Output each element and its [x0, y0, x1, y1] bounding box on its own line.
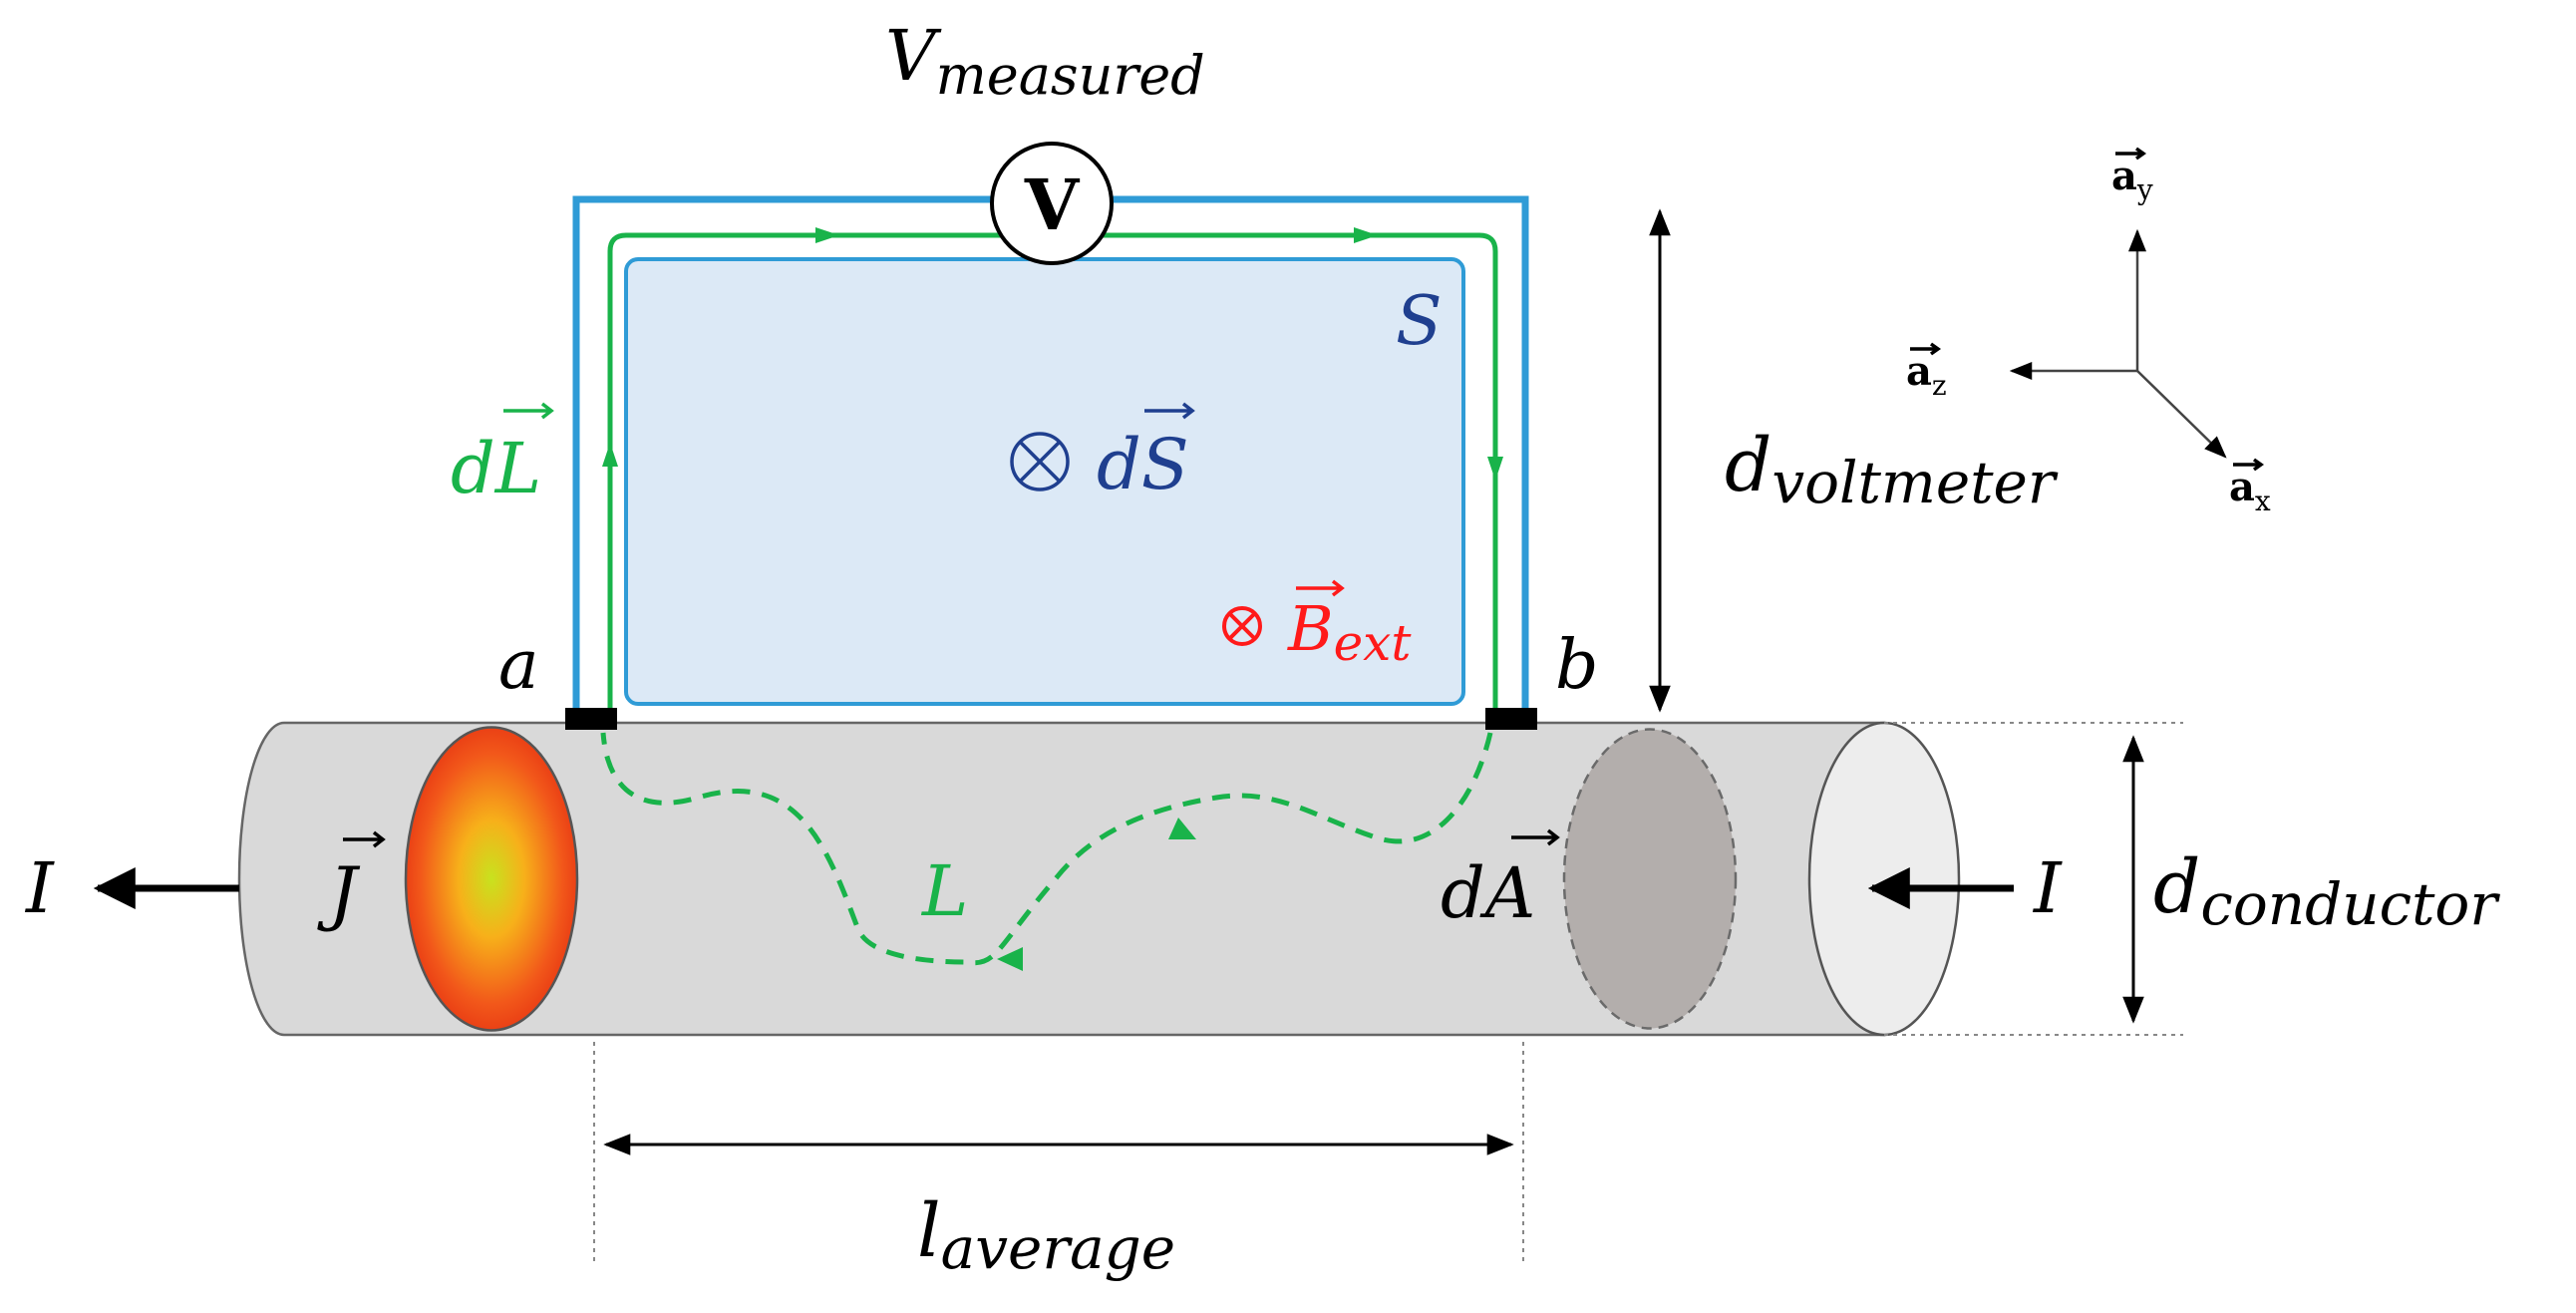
da-label: dA [1441, 852, 1535, 934]
contact-a [565, 708, 617, 730]
vector-accents [343, 147, 2265, 848]
path-l [600, 732, 1493, 966]
vec-j-icon [343, 830, 386, 848]
current-right-label: I [2032, 847, 2063, 929]
path-l-label: L [920, 850, 968, 932]
contact-b [1485, 708, 1537, 730]
current-density-section [404, 726, 579, 1032]
surface-label: S [1396, 282, 1443, 361]
vec-ds-icon [1144, 402, 1195, 420]
axis-x-label: ax [2229, 464, 2271, 517]
vec-ax-icon [2233, 458, 2265, 472]
current-left-label: I [24, 847, 55, 929]
ds-otimes-icon [1010, 432, 1070, 492]
vec-dl-icon [503, 402, 554, 420]
voltmeter-symbol: V [1024, 164, 1081, 246]
vec-da-icon [1511, 828, 1560, 846]
vec-b-icon [1296, 579, 1345, 597]
l-average-label: laverage [917, 1188, 1175, 1282]
loop-arrow-right [1487, 457, 1503, 481]
conductor-end-cap [1807, 721, 1961, 1037]
voltmeter-circle [990, 142, 1114, 265]
point-a-label: a [498, 626, 539, 705]
b-otimes-icon [1222, 606, 1262, 646]
b-ext-label: Bext [1287, 592, 1412, 672]
axis-z-label: az [1906, 348, 1947, 402]
path-l-arrow-lower [997, 947, 1023, 971]
voltmeter-label: Vmeasured [885, 15, 1205, 107]
point-b-label: b [1555, 626, 1599, 705]
vec-ay-icon [2115, 147, 2147, 161]
d-voltmeter-label: dvoltmeter [1725, 423, 2059, 516]
path-l-arrow-upper [1168, 818, 1196, 839]
voltmeter: V [990, 142, 1114, 265]
loop-arrow-left [602, 443, 618, 467]
vec-az-icon [1910, 342, 1942, 356]
loop-arrow-top-left [815, 227, 839, 243]
coordinate-axes [2009, 228, 2227, 459]
d-conductor-label: dconductor [2153, 844, 2500, 938]
axis-y-label: ay [2111, 153, 2153, 206]
dl-label: dL [451, 428, 541, 509]
area-element-section [1562, 728, 1738, 1030]
loop-arrow-top-right [1354, 227, 1378, 243]
axis-x-line [2136, 370, 2227, 459]
ds-label: dS [1097, 424, 1189, 505]
